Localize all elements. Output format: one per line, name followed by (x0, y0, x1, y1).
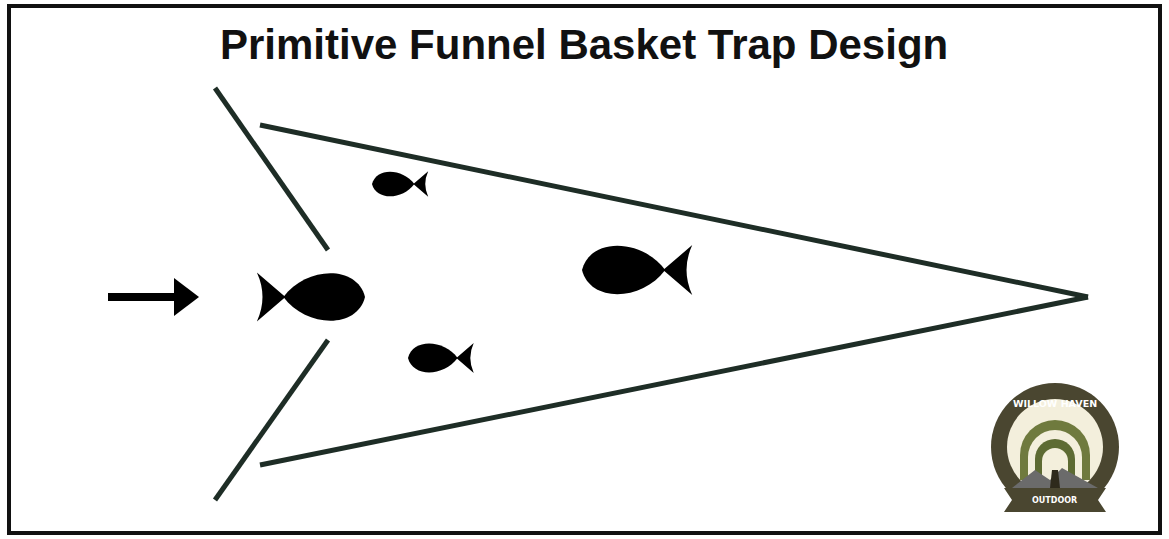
logo (991, 383, 1119, 512)
basket-outline (215, 88, 1088, 500)
flow-arrow (108, 278, 199, 316)
logo-wordmark: WILLOW HAVEN (1013, 398, 1097, 409)
frame (9, 6, 1160, 533)
fish (372, 171, 428, 196)
fish (408, 343, 474, 373)
fish (257, 273, 365, 322)
title: Primitive Funnel Basket Trap Design (220, 21, 948, 69)
fish (582, 245, 692, 295)
logo-banner-text: OUTDOOR (1032, 496, 1077, 505)
